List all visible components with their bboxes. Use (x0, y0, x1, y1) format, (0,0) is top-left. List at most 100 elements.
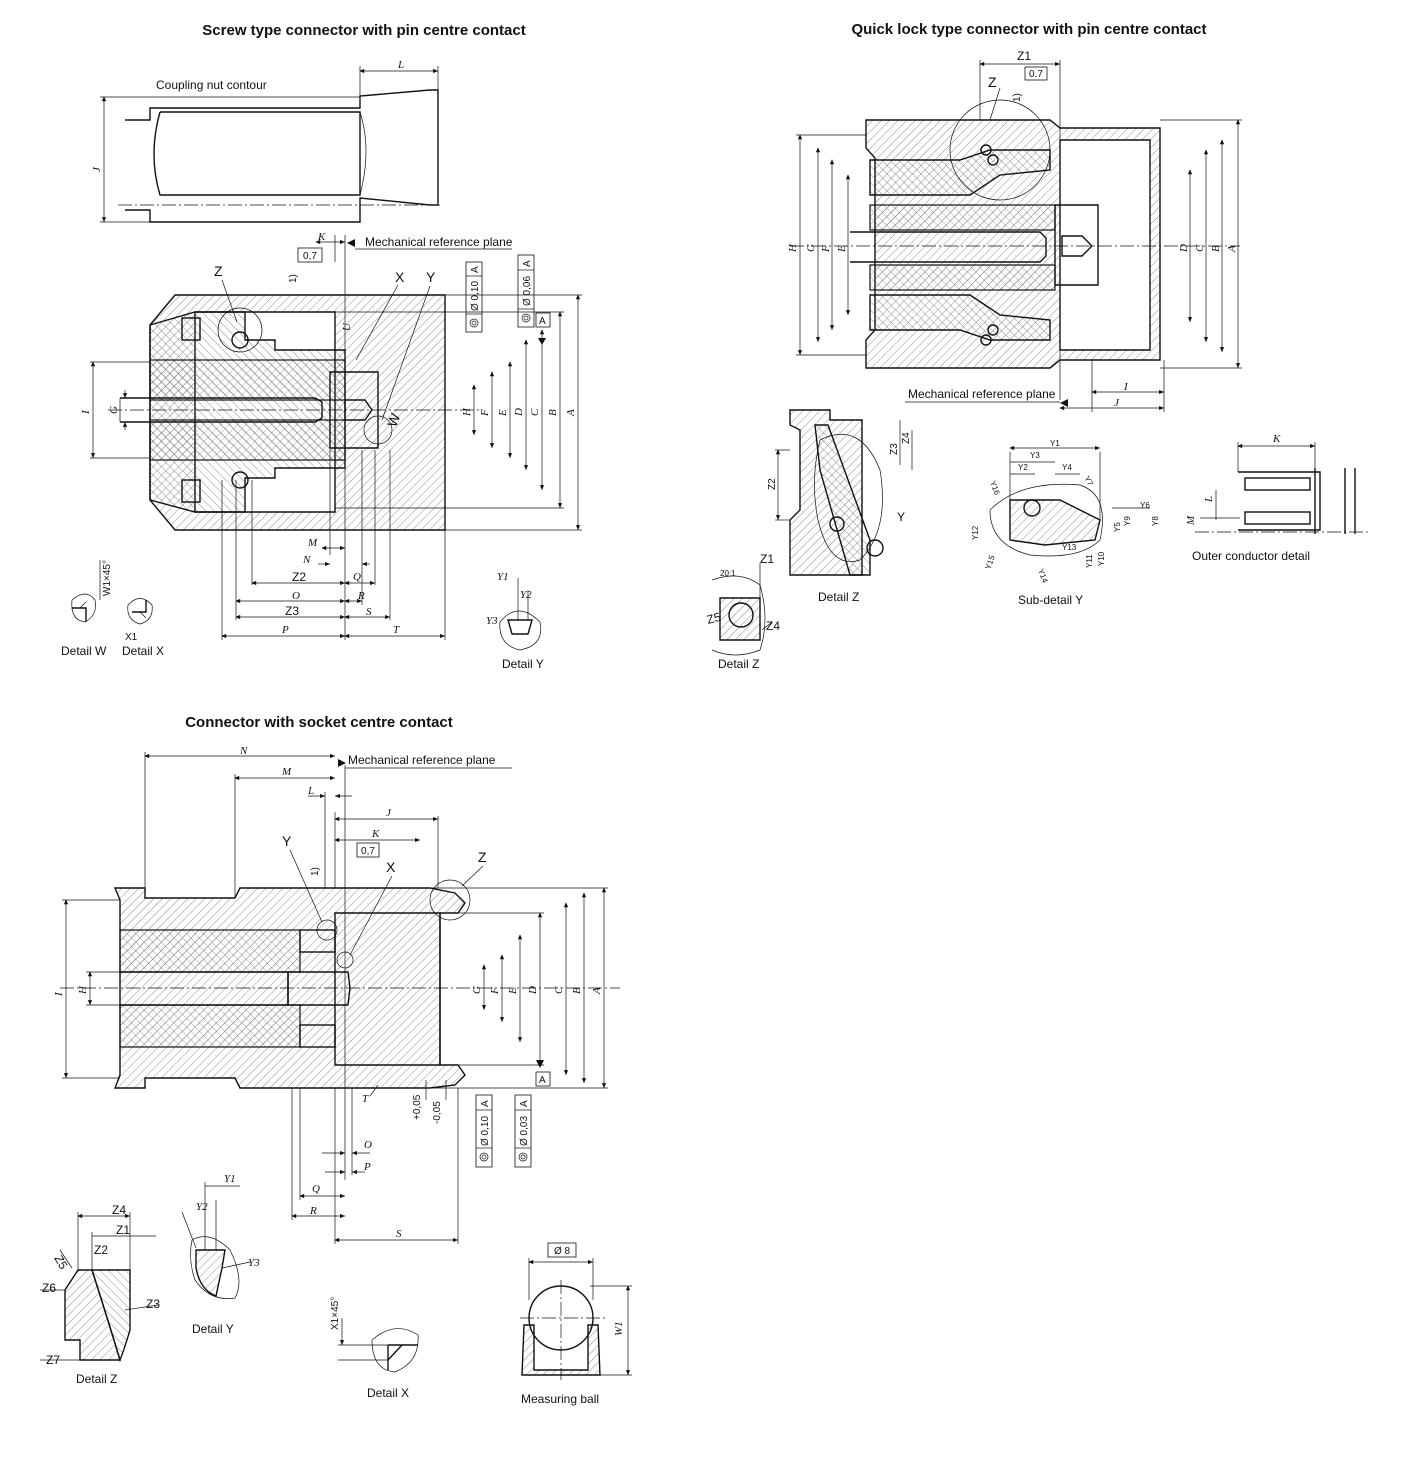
svg-text:Y1: Y1 (1050, 439, 1060, 448)
svg-text:O: O (364, 1139, 372, 1151)
svg-text:Z4: Z4 (766, 619, 780, 633)
svg-text:A: A (539, 316, 546, 327)
svg-text:D: D (527, 986, 539, 995)
fcf-socket-003: Ø 0,03 (519, 1116, 530, 1146)
svg-text:K: K (371, 828, 380, 840)
svg-text:A: A (1226, 245, 1238, 253)
svg-text:B: B (571, 987, 583, 994)
socket-mech-ref-label: Mechanical reference plane (348, 753, 496, 767)
svg-text:M: M (281, 766, 292, 778)
socket-detail-z-label: Detail Z (76, 1372, 117, 1386)
svg-text:0.7: 0.7 (1029, 69, 1043, 80)
svg-text:Y8: Y8 (1151, 516, 1160, 526)
svg-text:W1×45°: W1×45° (102, 560, 113, 596)
svg-text:Z2: Z2 (94, 1243, 108, 1257)
svg-text:T: T (393, 624, 400, 636)
svg-text:L: L (1203, 496, 1215, 503)
screw-detail-x-label: Detail X (122, 644, 164, 658)
svg-text:-0,05: -0,05 (432, 1101, 443, 1124)
svg-text:D: D (1178, 244, 1190, 253)
svg-text:1): 1) (310, 867, 321, 876)
svg-text:M: M (307, 537, 318, 549)
svg-text:Z1: Z1 (760, 552, 774, 566)
callout-socket-x: X (386, 859, 396, 875)
svg-text:T: T (362, 1093, 369, 1105)
svg-text:Z2: Z2 (767, 478, 778, 490)
dim-screw-L: L (397, 59, 404, 71)
svg-text:E: E (497, 409, 509, 417)
socket-length-dims-bottom (291, 1088, 459, 1244)
svg-text:Y14: Y14 (1036, 568, 1050, 585)
svg-text:Y10: Y10 (1097, 551, 1106, 566)
svg-text:Y1: Y1 (497, 571, 509, 583)
svg-text:S: S (366, 606, 372, 618)
quick-diameter-dims (796, 119, 1242, 412)
svg-text:O: O (292, 590, 300, 602)
datum-box-socket (535, 1071, 551, 1087)
svg-text:K: K (1272, 433, 1281, 445)
svg-text:R: R (357, 590, 365, 602)
svg-text:Y7: Y7 (1082, 475, 1095, 488)
svg-text:J: J (386, 807, 392, 819)
svg-text:X1×45°: X1×45° (330, 1297, 341, 1330)
tol-screw-07: 0,7 (303, 251, 317, 262)
svg-text:A: A (519, 1100, 530, 1107)
svg-text:Y16: Y16 (988, 480, 1002, 497)
title-socket: Connector with socket centre contact (185, 714, 453, 731)
quick-mech-ref-label: Mechanical reference plane (908, 387, 1056, 401)
socket-detail-z (40, 1212, 159, 1363)
svg-text:C: C (529, 408, 541, 416)
quick-outer-conductor-detail (1195, 442, 1370, 534)
svg-text:Y3: Y3 (1030, 451, 1040, 460)
svg-text:Z7: Z7 (46, 1353, 60, 1367)
quick-detail-z-label: Detail Z (818, 590, 859, 604)
screw-mech-ref-label: Mechanical reference plane (365, 235, 513, 249)
svg-text:Y15: Y15 (983, 554, 997, 571)
fcf-screw-010: Ø 0,10 (470, 281, 481, 311)
svg-text:Z5: Z5 (51, 1253, 70, 1272)
callout-socket-y: Y (282, 833, 292, 849)
svg-text:Y9: Y9 (1123, 516, 1132, 526)
socket-detail-y (181, 1182, 251, 1299)
svg-text:Z4: Z4 (112, 1203, 126, 1217)
svg-text:B: B (547, 409, 559, 416)
svg-text:Y2: Y2 (196, 1201, 208, 1213)
screw-detail-w (71, 560, 101, 623)
svg-text:C: C (553, 986, 565, 994)
svg-text:Z4: Z4 (901, 432, 912, 444)
svg-text:A: A (591, 987, 603, 995)
socket-fcf-2: Ø 0,03 A (514, 1094, 532, 1168)
svg-text:P: P (281, 624, 289, 636)
svg-text:Y: Y (897, 510, 905, 524)
datum-box-screw (535, 312, 551, 328)
screw-fcf-2: Ø 0,06 A (517, 254, 535, 328)
screw-detail-y (499, 578, 542, 651)
svg-text:Z3: Z3 (285, 604, 299, 618)
socket-connector-section (60, 765, 620, 1180)
note-screw-1: 1) (288, 274, 299, 283)
svg-text:Y1: Y1 (224, 1173, 236, 1185)
fcf-screw-006: Ø 0,06 (522, 276, 533, 306)
svg-text:X1: X1 (125, 632, 138, 643)
svg-text:F: F (479, 409, 491, 417)
screw-connector-section (108, 235, 480, 640)
screw-fcf-1: Ø 0,10 A (465, 261, 483, 333)
svg-text:G: G (108, 406, 120, 414)
title-screw: Screw type connector with pin centre con… (202, 22, 525, 39)
svg-text:Ø 8: Ø 8 (554, 1246, 571, 1257)
svg-text:Y5: Y5 (1113, 522, 1122, 532)
svg-text:A: A (522, 260, 533, 267)
svg-text:I: I (80, 409, 92, 415)
svg-text:Y3: Y3 (248, 1257, 260, 1269)
svg-text:Z5: Z5 (705, 610, 722, 627)
svg-text:Q: Q (312, 1183, 320, 1195)
callout-screw-x: X (395, 269, 405, 285)
screw-detail-w-label: Detail W (61, 644, 107, 658)
measuring-ball-label: Measuring ball (521, 1392, 599, 1406)
callout-quick-z: Z (988, 74, 997, 90)
svg-text:Z6: Z6 (42, 1281, 56, 1295)
svg-text:P: P (363, 1161, 371, 1173)
dim-screw-U: U (341, 322, 353, 331)
socket-diameter-dims (62, 887, 608, 1089)
